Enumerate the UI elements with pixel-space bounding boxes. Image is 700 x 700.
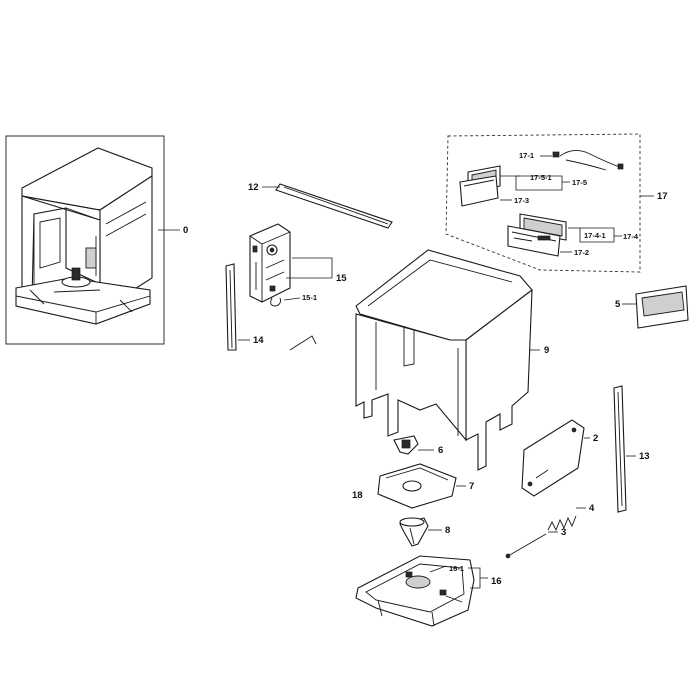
label-15: 15 [336,273,347,284]
part-8-filter-cup: 8 [399,517,450,547]
label-18: 18 [352,490,363,501]
label-17-4: 17-4 [623,232,639,241]
label-12: 12 [248,182,259,193]
label-17-1: 17-1 [519,151,534,160]
label-5: 5 [615,299,621,310]
part-15-panel: 15 15-1 [249,223,347,307]
label-2: 2 [593,433,598,444]
part-5-panel: 5 [615,285,689,329]
label-17-4-1: 17-4-1 [584,231,606,240]
part-2-plate: 2 [521,419,598,497]
tub-assembly-drawing [15,147,153,325]
part-12-top-rail: 12 [248,182,393,229]
label-13: 13 [639,451,650,462]
label-7: 7 [469,481,474,492]
part-17-group: 17-1 17-5-1 17-5 17-3 17-4-1 17-4 17-2 1… [445,133,668,273]
label-17-3: 17-3 [514,196,529,205]
label-0: 0 [183,225,188,236]
label-16-1: 16-1 [449,564,464,573]
label-15-1: 15-1 [302,293,317,302]
label-3: 3 [561,527,566,538]
part-3-rod: 3 [505,527,566,559]
part-18: 18 [352,490,363,501]
label-14: 14 [253,335,264,346]
label-17-5-1: 17-5-1 [530,173,552,182]
part-6-hub: 6 [393,435,443,456]
label-4: 4 [589,503,595,514]
part-17-dashed-frame [445,133,641,273]
tub-assembly-box: 0 [5,135,188,345]
part-7-filter-plate: 7 [377,463,474,509]
label-8: 8 [445,525,450,536]
tub-assembly-frame [5,135,165,345]
label-16: 16 [491,576,502,587]
part-13-side-rail: 13 [613,385,650,513]
label-17-2: 17-2 [574,248,589,257]
part-9-tub: 9 [355,249,549,471]
label-9: 9 [544,345,549,356]
part-14-side-rail: 14 [225,263,317,351]
part-16-base-pan: 16-1 16 [355,555,502,627]
part-4-spring: 4 [547,503,595,532]
label-6: 6 [438,445,443,456]
label-17-5: 17-5 [572,178,587,187]
label-17: 17 [657,191,668,202]
